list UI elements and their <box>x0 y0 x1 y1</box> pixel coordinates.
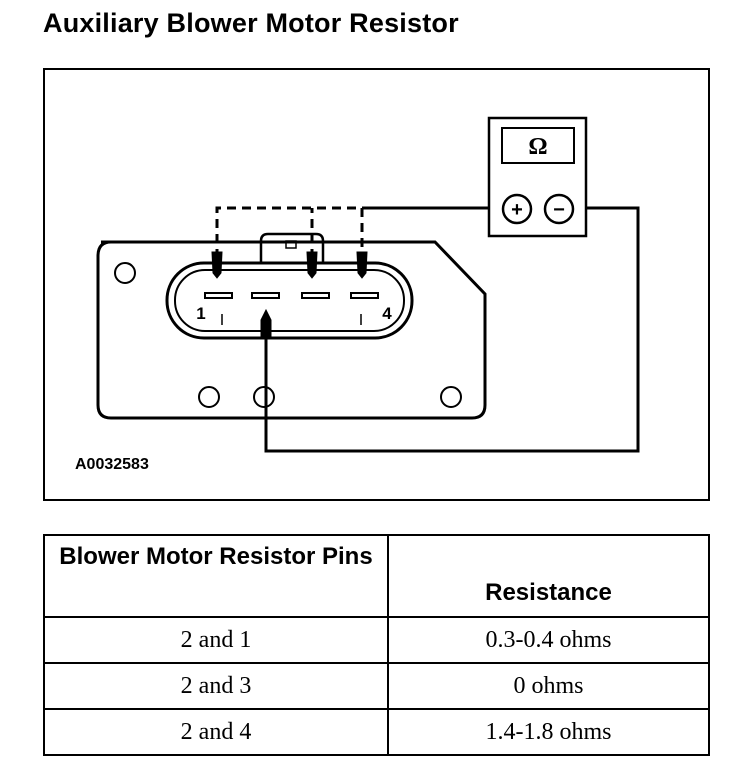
column-header-pins: Blower Motor Resistor Pins <box>43 534 389 618</box>
table-header-row: Blower Motor Resistor Pins Resistance <box>43 534 710 618</box>
pins-cell: 2 and 3 <box>43 662 389 710</box>
mounting-hole <box>253 386 275 408</box>
resistance-spec-table: Blower Motor Resistor Pins Resistance 2 … <box>43 534 710 756</box>
page-title: Auxiliary Blower Motor Resistor <box>43 8 459 38</box>
pin-label-last: 4 <box>382 304 392 323</box>
pin-terminal-3 <box>301 292 330 299</box>
diagram-drawing: Ω + − 1 4 <box>96 116 640 453</box>
figure-id: A0032583 <box>75 456 149 473</box>
table-row: 2 and 3 0 ohms <box>43 662 710 710</box>
pins-cell: 2 and 4 <box>43 708 389 756</box>
ohm-symbol: Ω <box>528 134 547 160</box>
pin-terminal-4 <box>350 292 379 299</box>
pin-label-first: 1 <box>196 304 205 323</box>
connector-housing-inner <box>174 269 405 332</box>
resistance-cell: 0 ohms <box>387 662 710 710</box>
mounting-hole <box>440 386 462 408</box>
table-row: 2 and 4 1.4-1.8 ohms <box>43 708 710 756</box>
mounting-hole <box>114 262 136 284</box>
positive-symbol: + <box>511 199 523 221</box>
wiring-diagram: Ω + − 1 4 A0032583 <box>43 68 710 501</box>
resistor-body <box>96 240 487 420</box>
column-header-resistance: Resistance <box>387 534 710 618</box>
resistance-cell: 0.3-0.4 ohms <box>387 616 710 664</box>
probe-tip <box>211 251 223 279</box>
mounting-hole <box>198 386 220 408</box>
dashed-probe-wire <box>215 206 364 258</box>
connector-housing-outer <box>165 261 414 340</box>
pins-cell: 2 and 1 <box>43 616 389 664</box>
pin-terminal-2 <box>251 292 280 299</box>
negative-lead-wire <box>264 206 640 453</box>
pin-terminal-1 <box>204 292 233 299</box>
connector-latch <box>259 232 325 264</box>
probe-tip <box>356 251 368 279</box>
table-row: 2 and 1 0.3-0.4 ohms <box>43 616 710 664</box>
positive-terminal <box>501 193 533 225</box>
probe-tip <box>260 308 272 339</box>
probe-tip <box>306 251 318 279</box>
negative-symbol: − <box>553 199 565 221</box>
resistance-cell: 1.4-1.8 ohms <box>387 708 710 756</box>
negative-terminal <box>543 193 575 225</box>
ohmmeter-display <box>501 127 575 164</box>
